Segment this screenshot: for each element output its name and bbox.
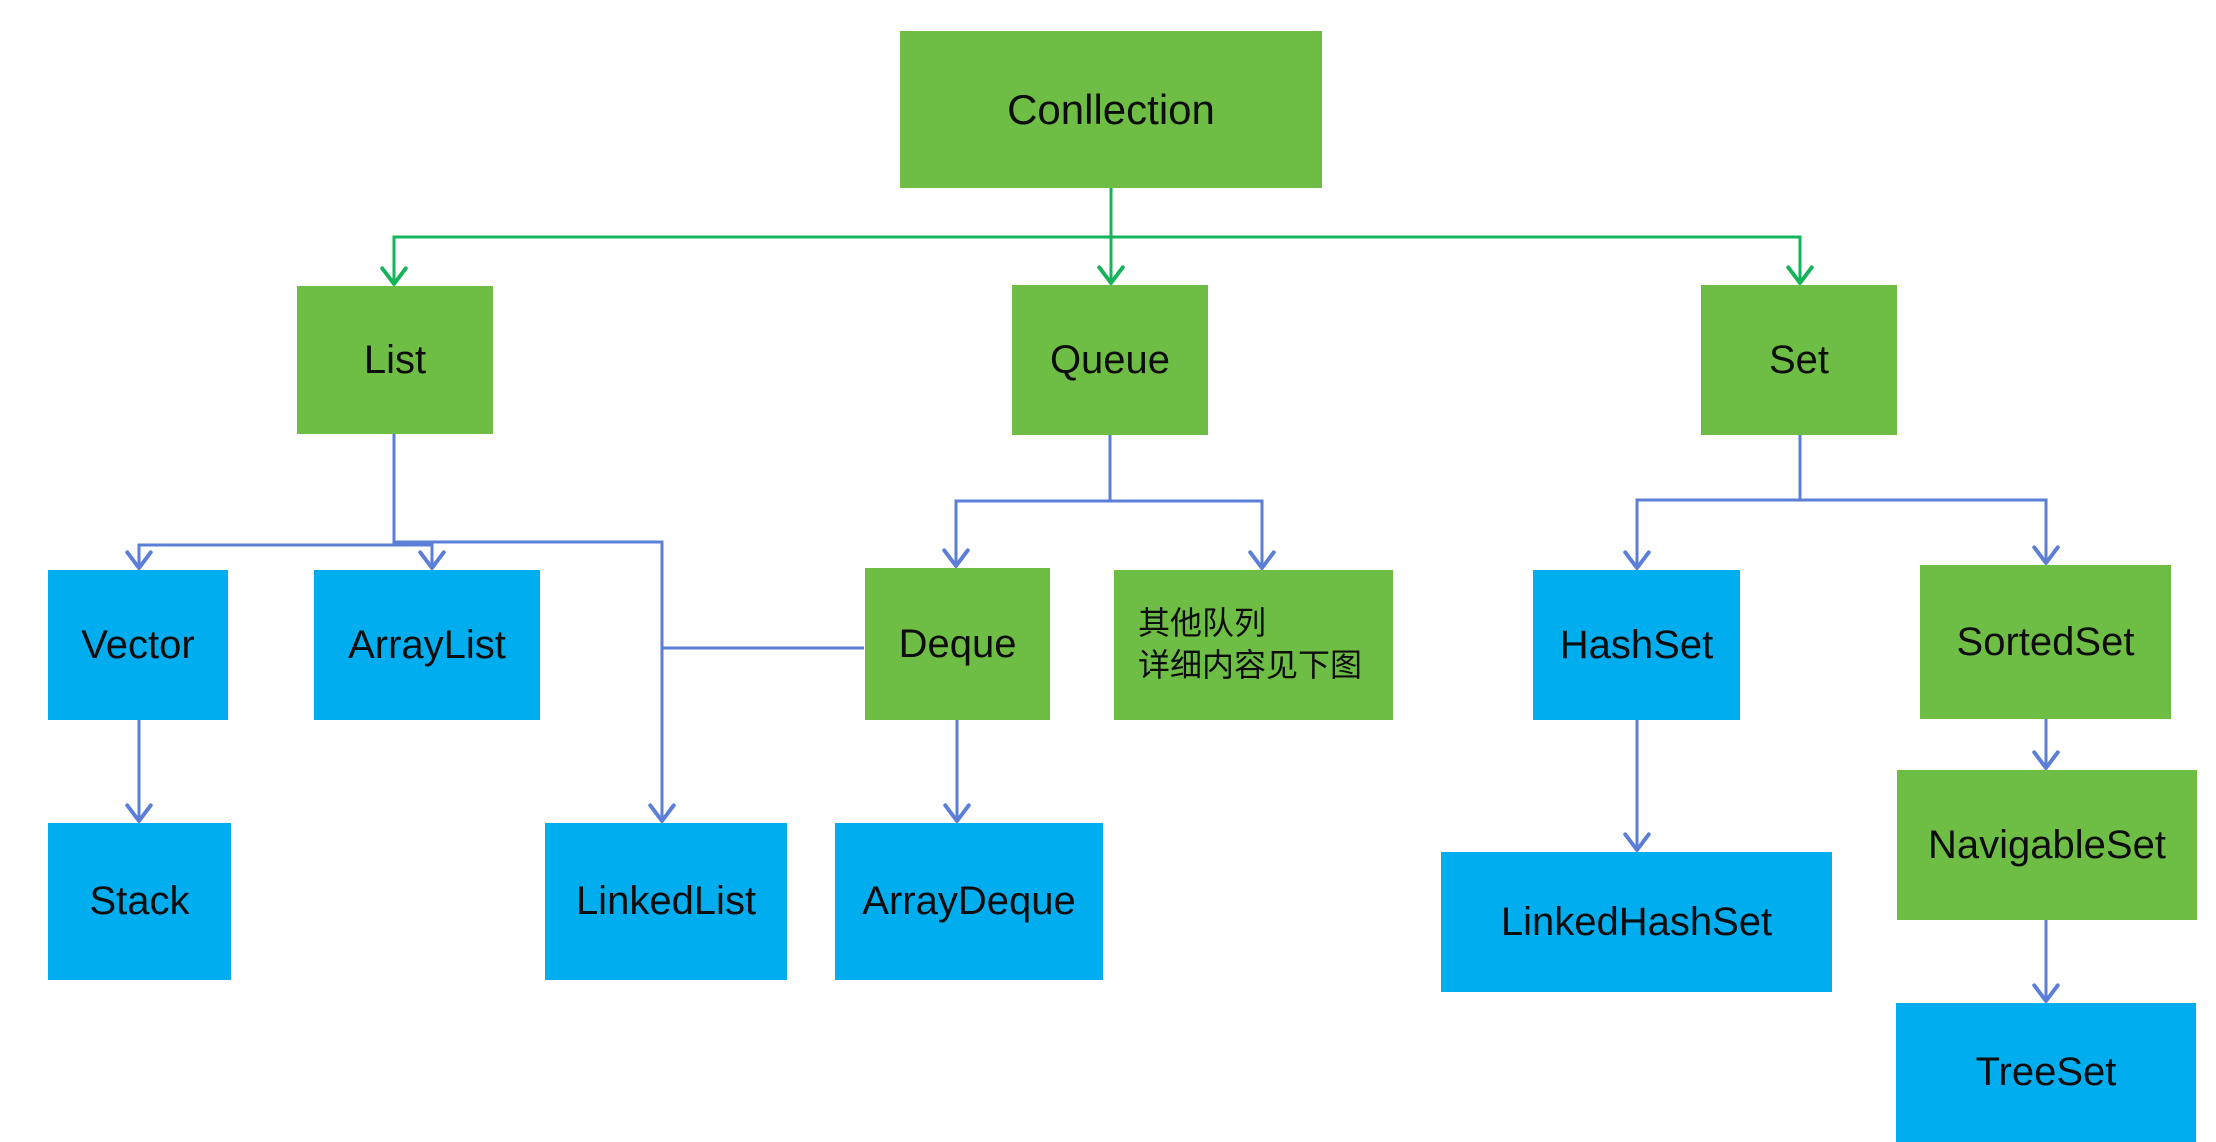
node-treeset: TreeSet (1896, 1003, 2196, 1142)
node-vector: Vector (48, 570, 228, 720)
node-sortedset-label: SortedSet (1956, 619, 2135, 664)
edge-collection-to-set (1109, 188, 1814, 285)
edge-list-to-vector (125, 434, 396, 570)
node-linkedhashset-label: LinkedHashSet (1500, 899, 1773, 944)
node-arraydeque: ArrayDeque (835, 823, 1103, 980)
node-hashset: HashSet (1533, 570, 1740, 720)
edge-set-to-hashset (1623, 435, 1802, 570)
edge-set-to-sortedset (1798, 435, 2060, 565)
node-queue-label: Queue (1049, 337, 1171, 382)
node-collection: Conllection (900, 31, 1322, 188)
node-list: List (297, 286, 493, 434)
node-stack-label: Stack (89, 879, 190, 923)
edge-queue-to-other-queue (1108, 435, 1276, 570)
node-set: Set (1701, 285, 1897, 435)
node-linkedhashset: LinkedHashSet (1441, 852, 1832, 992)
node-arraylist: ArrayList (314, 570, 540, 720)
node-navigableset: NavigableSet (1897, 770, 2197, 920)
node-set-label: Set (1768, 337, 1830, 382)
edge-list-to-arraylist (392, 434, 446, 570)
node-collection-label: Conllection (1007, 85, 1215, 133)
node-deque: Deque (865, 568, 1050, 720)
node-queue: Queue (1012, 285, 1208, 435)
node-linkedlist-label: LinkedList (575, 879, 757, 923)
node-vector-label: Vector (81, 622, 195, 667)
edge-collection-to-list (380, 188, 1113, 286)
node-treeset-label: TreeSet (1975, 1050, 2117, 1094)
node-list-label: List (363, 337, 427, 382)
node-arraydeque-label: ArrayDeque (862, 879, 1076, 923)
node-linkedlist: LinkedList (545, 823, 787, 980)
node-other-queue-label-line2: 详细内容见下图 (1138, 647, 1363, 683)
node-sortedset: SortedSet (1920, 565, 2171, 719)
node-hashset-label: HashSet (1559, 622, 1714, 667)
node-deque-label: Deque (898, 621, 1017, 666)
node-stack: Stack (48, 823, 231, 980)
node-navigableset-label: NavigableSet (1928, 822, 2166, 867)
node-other-queue: 其他队列 详细内容见下图 (1114, 570, 1393, 720)
node-arraylist-label: ArrayList (348, 622, 506, 667)
edge-list-to-linkedlist (392, 434, 676, 823)
node-other-queue-label-line1: 其他队列 (1138, 605, 1267, 642)
edge-queue-to-deque (942, 435, 1112, 568)
